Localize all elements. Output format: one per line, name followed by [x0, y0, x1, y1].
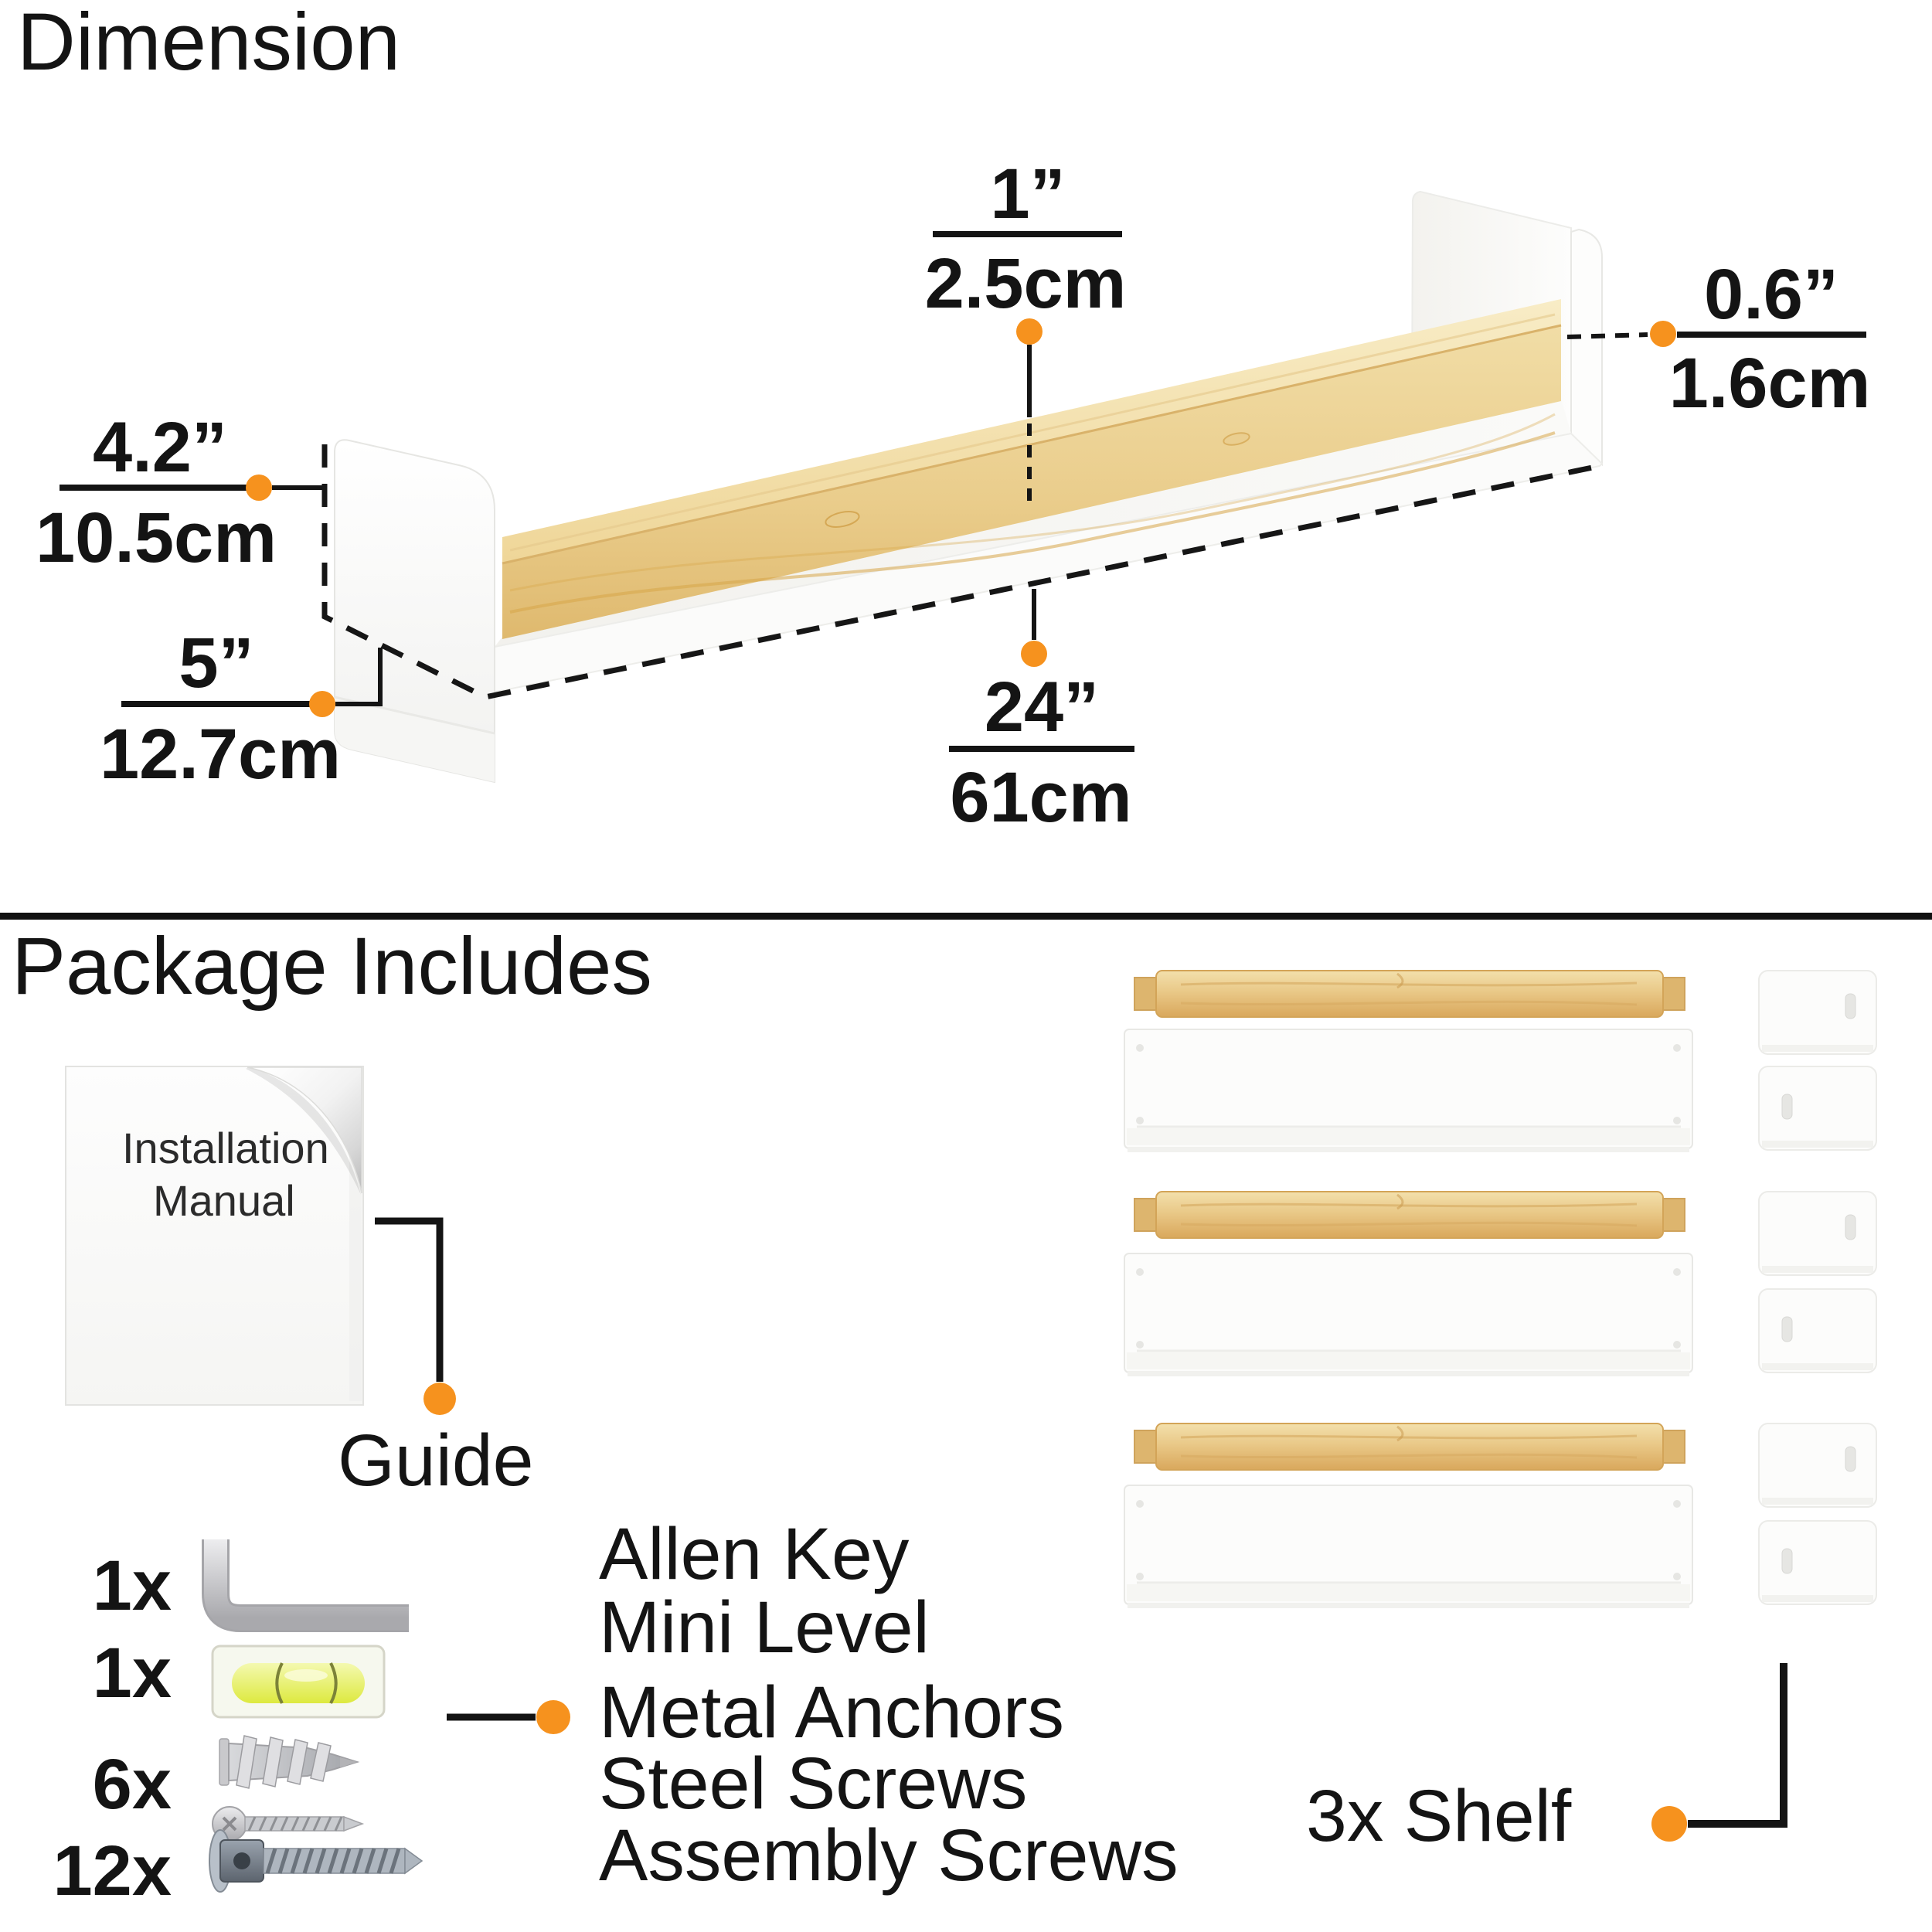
shelf-bracket — [1758, 1423, 1877, 1508]
section-divider — [0, 913, 1932, 920]
orange-dot — [1016, 318, 1043, 345]
shelf-length-inches: 24” — [985, 668, 1099, 747]
orange-dot — [246, 474, 272, 501]
orange-dot — [1021, 641, 1047, 667]
package-board — [1123, 1252, 1694, 1378]
shelf-bracket — [1758, 1191, 1877, 1276]
side-height-inches: 4.2” — [93, 408, 227, 487]
orange-dot — [536, 1700, 570, 1734]
guide-callout-line — [375, 1217, 444, 1382]
left-side-panel — [334, 439, 495, 784]
manual-text-line1: Installation — [122, 1124, 329, 1172]
hardware-label-metal-anchors: Metal Anchors — [599, 1672, 1064, 1753]
mini-level-icon — [211, 1645, 386, 1719]
rail-thickness-metric: 1.6cm — [1669, 344, 1871, 423]
guide-callout: Guide — [338, 1217, 534, 1502]
package-board — [1123, 1484, 1694, 1610]
callout-side-height: 4.2” 10.5cm — [36, 408, 322, 577]
metal-anchor-qty: 6x — [93, 1745, 172, 1824]
rail-height-metric: 2.5cm — [925, 244, 1127, 323]
orange-dot — [423, 1383, 456, 1415]
hardware-label-assembly-screws: Assembly Screws — [599, 1815, 1179, 1896]
orange-dot — [309, 691, 335, 717]
rail-thickness-inches: 0.6” — [1704, 255, 1838, 334]
shelf-floor — [495, 399, 1571, 647]
shelf-bracket — [1758, 1066, 1877, 1151]
package-board — [1123, 1028, 1694, 1154]
callout-rail-thickness: 0.6” 1.6cm — [1566, 255, 1871, 423]
package-section-title: Package Includes — [12, 921, 652, 1012]
hardware-callout — [447, 1700, 570, 1734]
manual-text-line2: Manual — [153, 1176, 295, 1225]
callout-rail-height: 1” 2.5cm — [925, 155, 1127, 504]
hardware-label-mini-level: Mini Level — [599, 1587, 930, 1668]
installation-manual: Installation Manual — [65, 1066, 364, 1406]
package-rail — [1133, 1422, 1686, 1471]
metal-anchor-icon — [219, 1735, 360, 1789]
orange-dot — [1650, 321, 1676, 347]
guide-label: Guide — [338, 1420, 534, 1502]
hardware-label-steel-screws: Steel Screws — [599, 1743, 1027, 1825]
side-height-metric: 10.5cm — [36, 498, 277, 577]
callout-shelf-length: 24” 61cm — [949, 589, 1134, 837]
allen-key-qty: 1x — [93, 1546, 172, 1625]
assembly-screw-icon — [209, 1829, 423, 1893]
shelf-count-callout: 3x Shelf — [1306, 1663, 1787, 1857]
steel-screw-icon — [212, 1806, 365, 1842]
dashed-outline — [321, 444, 1600, 700]
shelf-callout-line — [1688, 1663, 1787, 1828]
shelf-length-metric: 61cm — [950, 758, 1131, 837]
shelf-count-label: 3x Shelf — [1306, 1775, 1572, 1857]
shelf-depth-metric: 12.7cm — [100, 715, 341, 794]
shelf-bracket — [1758, 970, 1877, 1055]
package-rail — [1133, 1190, 1686, 1240]
allen-key-icon — [202, 1539, 409, 1632]
mini-level-qty: 1x — [93, 1634, 172, 1713]
orange-dot — [1651, 1806, 1687, 1842]
page-curl — [247, 1066, 362, 1194]
shelf-bracket — [1758, 1288, 1877, 1373]
assembly-screw-qty: 12x — [53, 1832, 172, 1910]
shelf-depth-inches: 5” — [179, 624, 253, 702]
shelf-bracket — [1758, 1520, 1877, 1605]
callout-shelf-depth: 5” 12.7cm — [100, 624, 383, 794]
hardware-label-allen-key: Allen Key — [599, 1513, 910, 1595]
rail-height-inches: 1” — [990, 155, 1065, 233]
package-rail — [1133, 969, 1686, 1019]
dimension-section-title: Dimension — [17, 0, 400, 87]
